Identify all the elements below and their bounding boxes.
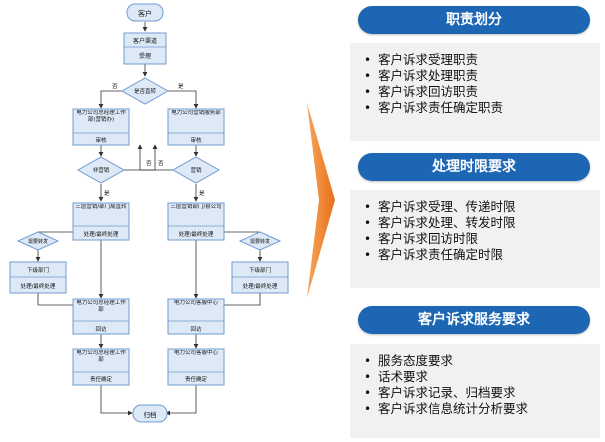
- list-item: 客户诉求受理、传递时限: [364, 199, 600, 215]
- left-subordinate-box: 下级部门 处理/最终处理: [9, 261, 67, 294]
- panel-title: 职责划分: [358, 6, 590, 34]
- left-process-box: 三层营销/部门局直转 处理/最终处理: [72, 202, 130, 241]
- svg-text:处理/最终处理: 处理/最终处理: [179, 230, 214, 238]
- svg-text:审核: 审核: [190, 136, 202, 144]
- right-responsibility-box: 电力公司客服中心 责任确定: [167, 348, 225, 386]
- list-item: 客户诉求回访时限: [364, 231, 600, 247]
- end-node: 归档: [132, 404, 168, 423]
- decision-non-marketing: 非营销: [76, 156, 126, 184]
- panel-title: 处理时限要求: [358, 153, 590, 181]
- list-item: 客户诉求处理职责: [364, 68, 600, 84]
- cross-no-label-left: 否: [146, 160, 152, 167]
- panel-body: 客户诉求受理职责 客户诉求处理职责 客户诉求回访职责 客户诉求责任确定职责: [350, 43, 600, 141]
- list-item: 客户诉求记录、归档要求: [364, 385, 600, 401]
- svg-text:审核: 审核: [95, 136, 107, 144]
- svg-text:回访: 回访: [95, 325, 107, 333]
- svg-text:是否直转: 是否直转: [134, 87, 157, 95]
- decision1-no-label: 否: [112, 83, 118, 90]
- decision-direct-transfer: 是否直转: [120, 77, 170, 105]
- decision-marketing: 营销: [171, 156, 221, 184]
- list-item: 服务态度要求: [364, 353, 600, 369]
- right-process-box: 三层营销部门/县公司 处理/最终处理: [167, 202, 225, 241]
- svg-text:责任确定: 责任确定: [185, 375, 208, 383]
- svg-text:需要转发: 需要转发: [28, 238, 48, 245]
- svg-text:客户: 客户: [138, 9, 152, 18]
- cross-no-label-right: 否: [158, 160, 164, 167]
- right-forward-decision: 需要转发: [238, 231, 282, 251]
- chevron-right-icon: [307, 103, 335, 298]
- svg-text:营销: 营销: [190, 166, 202, 174]
- svg-text:非营销: 非营销: [93, 166, 110, 174]
- svg-text:受理: 受理: [139, 52, 151, 60]
- right-subordinate-box: 下级部门 处理/最终处理: [231, 261, 289, 294]
- gm-office-review-box: 电力公司总经理工作部(营销办) 审核: [72, 108, 130, 146]
- svg-text:责任确定: 责任确定: [90, 375, 113, 383]
- svg-text:客户渠道: 客户渠道: [133, 37, 157, 45]
- panel-body: 服务态度要求 话术要求 客户诉求记录、归档要求 客户诉求信息统计分析要求: [350, 344, 600, 438]
- svg-text:下级部门: 下级部门: [27, 266, 49, 274]
- customer-channel-box: 客户渠道 受理: [123, 32, 167, 65]
- svg-text:需要转发: 需要转发: [250, 238, 270, 245]
- list-item: 客户诉求信息统计分析要求: [364, 401, 600, 417]
- list-item: 客户诉求受理职责: [364, 52, 600, 68]
- svg-text:下级部门: 下级部门: [249, 266, 271, 274]
- right-callback-box: 电力公司客服中心 回访: [167, 298, 225, 335]
- svg-text:处理/最终处理: 处理/最终处理: [21, 282, 56, 290]
- panel-body: 客户诉求受理、传递时限 客户诉求处理、转发时限 客户诉求回访时限 客户诉求责任确…: [350, 190, 600, 288]
- panel-title: 客户诉求服务要求: [358, 306, 590, 334]
- list-item: 客户诉求责任确定时限: [364, 247, 600, 263]
- left-responsibility-box: 电力公司总经理工作部 责任确定: [72, 348, 130, 386]
- svg-text:归档: 归档: [144, 410, 157, 419]
- right-yes-label: 是: [199, 190, 205, 197]
- list-item: 客户诉求处理、转发时限: [364, 215, 600, 231]
- start-node: 客户: [126, 3, 164, 22]
- svg-text:回访: 回访: [190, 325, 202, 333]
- svg-text:处理/最终处理: 处理/最终处理: [84, 230, 119, 238]
- decision1-yes-label: 是: [178, 83, 184, 90]
- left-forward-decision: 需要转发: [16, 231, 60, 251]
- list-item: 客户诉求回访职责: [364, 84, 600, 100]
- marketing-service-review-box: 电力公司营销服务部 审核: [167, 108, 225, 146]
- svg-text:处理/最终处理: 处理/最终处理: [243, 282, 278, 290]
- list-item: 客户诉求责任确定职责: [364, 100, 600, 116]
- left-yes-label: 是: [104, 190, 110, 197]
- left-callback-box: 电力公司总经理工作部 回访: [72, 298, 130, 335]
- complaint-flowchart: 客户 客户渠道 受理 是否直转 否 是 电力公司总经理工作部(营销办) 审核 电…: [9, 3, 289, 423]
- list-item: 话术要求: [364, 369, 600, 385]
